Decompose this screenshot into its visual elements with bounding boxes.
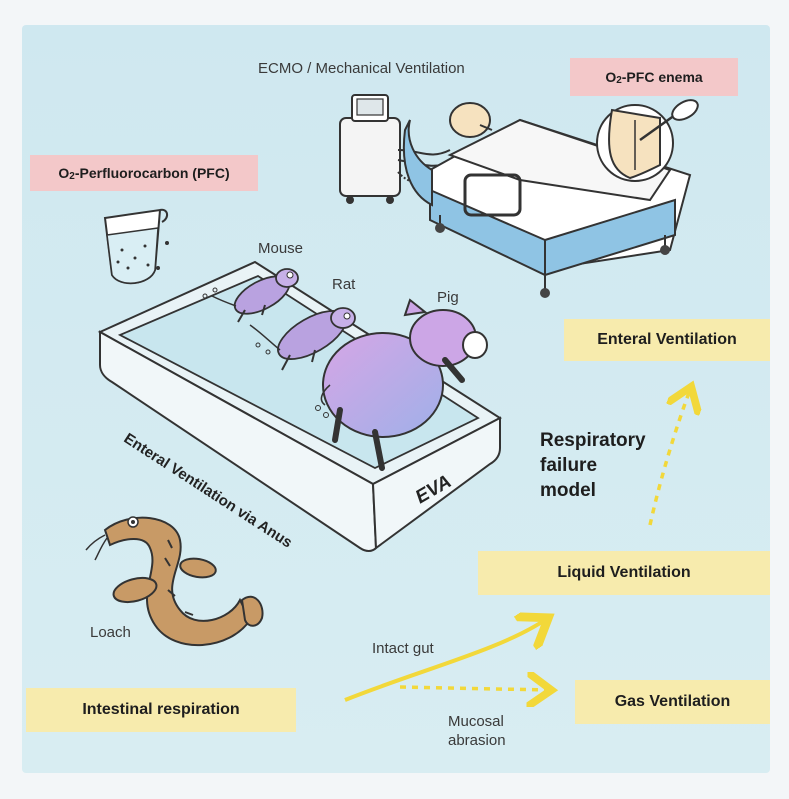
intact-gut-label: Intact gut xyxy=(372,640,434,657)
enteral-ventilation-box: Enteral Ventilation xyxy=(564,319,770,361)
mucosal-abrasion-label: Mucosal abrasion xyxy=(448,712,506,750)
mucosal-line: Mucosal xyxy=(448,713,504,730)
respiratory-failure-model: Respiratory failure model xyxy=(540,428,646,503)
ecmo-machine xyxy=(339,94,456,204)
failure-line: failure xyxy=(540,455,598,476)
rat-illustration xyxy=(249,307,356,371)
respiratory-line: Respiratory xyxy=(540,430,646,451)
o2-pfc-subscript: 2 xyxy=(69,170,75,182)
o2-pfc-enema-prefix: O xyxy=(605,69,617,85)
pig-illustration xyxy=(315,298,488,471)
ecmo-label: ECMO / Mechanical Ventilation xyxy=(258,60,465,77)
loach-label: Loach xyxy=(90,624,131,641)
mouse-illustration xyxy=(202,268,299,323)
mucosal-abrasion-arrow xyxy=(399,687,548,690)
enteral-ventilation-arrow xyxy=(648,390,690,526)
gas-ventilation-box: Gas Ventilation xyxy=(575,680,770,724)
pfc-beaker xyxy=(103,208,169,285)
o2-pfc-rest: -Perfluorocarbon (PFC) xyxy=(74,165,230,181)
mouse-label: Mouse xyxy=(258,240,304,257)
abrasion-line: abrasion xyxy=(448,732,506,749)
model-line: model xyxy=(540,480,596,501)
o2-pfc-enema-rest: -PFC enema xyxy=(621,69,703,85)
o2-pfc-enema-subscript: 2 xyxy=(616,74,622,86)
arrows xyxy=(344,390,690,702)
pig-label: Pig xyxy=(437,289,459,306)
enema-inset xyxy=(596,99,699,182)
o2-pfc-prefix: O xyxy=(58,165,70,181)
intact-gut-arrow xyxy=(344,620,545,702)
intestinal-respiration-box: Intestinal respiration xyxy=(26,688,296,732)
rat-label: Rat xyxy=(332,276,356,293)
loach-illustration xyxy=(85,516,264,646)
liquid-ventilation-box: Liquid Ventilation xyxy=(478,551,770,595)
